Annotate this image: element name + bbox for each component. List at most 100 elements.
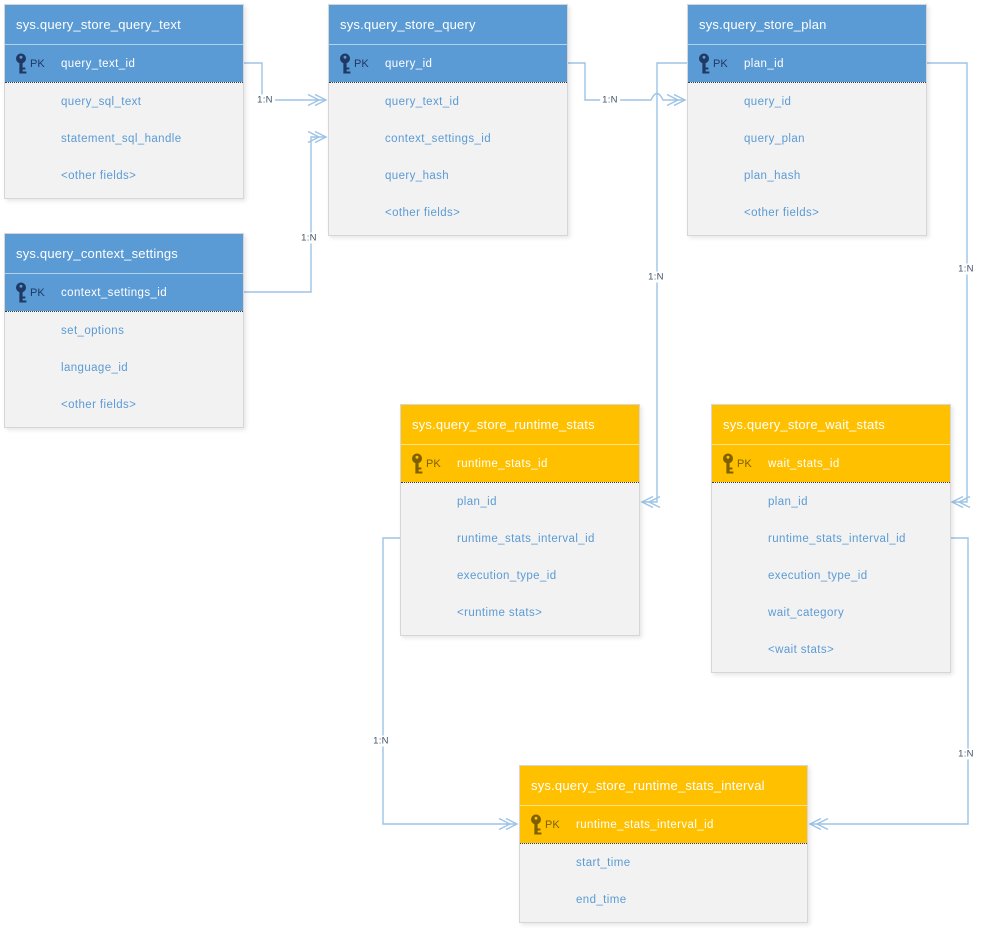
field-row: execution_type_id	[712, 557, 950, 594]
relationship-label: 1:N	[600, 94, 620, 106]
field-list: query_sql_text statement_sql_handle <oth…	[5, 82, 243, 198]
pk-field-name: query_text_id	[61, 57, 136, 70]
field-row: runtime_stats_interval_id	[712, 520, 950, 557]
table-title: sys.query_store_wait_stats	[712, 405, 950, 445]
table-title: sys.query_store_query	[329, 5, 567, 45]
entity-query-store-query-text[interactable]: sys.query_store_query_text PK query_text…	[4, 4, 244, 199]
field-row: start_time	[520, 844, 807, 881]
arrowhead-interval-right	[808, 817, 829, 831]
arrowhead-query-id	[666, 93, 687, 107]
field-name: query_text_id	[385, 95, 460, 108]
arrowhead-wait-plan-id	[950, 495, 971, 509]
field-name: <other fields>	[61, 398, 137, 411]
field-list: start_time end_time	[520, 843, 807, 922]
field-row: <wait stats>	[712, 631, 950, 668]
pk-label: PK	[354, 57, 369, 70]
field-name: runtime_stats_interval_id	[457, 532, 595, 545]
field-name: context_settings_id	[385, 132, 492, 145]
field-name: query_sql_text	[61, 95, 142, 108]
field-list: plan_id runtime_stats_interval_id execut…	[401, 482, 639, 635]
field-row: query_id	[688, 83, 926, 120]
table-title: sys.query_store_plan	[688, 5, 926, 45]
field-row: context_settings_id	[329, 120, 567, 157]
field-name: <other fields>	[61, 169, 137, 182]
field-row: runtime_stats_interval_id	[401, 520, 639, 557]
field-name: query_hash	[385, 169, 450, 182]
connector-query-plan	[568, 62, 684, 101]
field-row: end_time	[520, 881, 807, 918]
field-row: <other fields>	[5, 386, 243, 423]
field-name: query_id	[744, 95, 792, 108]
arrowhead-interval-left	[498, 817, 519, 831]
primary-key-row: PK context_settings_id	[5, 274, 243, 311]
pk-field-name: runtime_stats_id	[457, 457, 548, 470]
arrowhead-query-text	[307, 93, 328, 107]
primary-key-row: PK runtime_stats_id	[401, 445, 639, 482]
field-row: statement_sql_handle	[5, 120, 243, 157]
field-row: query_text_id	[329, 83, 567, 120]
table-title: sys.query_store_query_text	[5, 5, 243, 45]
field-name: set_options	[61, 324, 125, 337]
field-name: <runtime stats>	[457, 606, 543, 619]
field-row: <other fields>	[5, 157, 243, 194]
pk-field-name: query_id	[385, 57, 433, 70]
entity-query-store-runtime-stats[interactable]: sys.query_store_runtime_stats PK runtime…	[400, 404, 640, 636]
entity-query-store-wait-stats[interactable]: sys.query_store_wait_stats PK wait_stats…	[711, 404, 951, 673]
pk-label: PK	[30, 57, 45, 70]
field-name: plan_id	[768, 495, 808, 508]
field-name: statement_sql_handle	[61, 132, 182, 145]
field-list: query_id query_plan plan_hash <other fie…	[688, 82, 926, 235]
key-icon	[699, 53, 710, 73]
field-row: plan_hash	[688, 157, 926, 194]
table-title: sys.query_store_runtime_stats_interval	[520, 766, 807, 806]
field-name: <other fields>	[744, 206, 820, 219]
field-name: <wait stats>	[768, 643, 835, 656]
primary-key-row: PK wait_stats_id	[712, 445, 950, 482]
field-name: execution_type_id	[768, 569, 868, 582]
field-name: start_time	[576, 856, 631, 869]
pk-field-name: plan_id	[744, 57, 784, 70]
field-list: set_options language_id <other fields>	[5, 311, 243, 427]
field-row: <runtime stats>	[401, 594, 639, 631]
field-row: wait_category	[712, 594, 950, 631]
pk-label: PK	[713, 57, 728, 70]
primary-key-row: PK query_id	[329, 45, 567, 82]
primary-key-row: PK runtime_stats_interval_id	[520, 806, 807, 843]
arrowhead-context-settings	[307, 130, 328, 144]
field-row: query_hash	[329, 157, 567, 194]
table-title: sys.query_store_runtime_stats	[401, 405, 639, 445]
key-icon	[531, 814, 542, 834]
field-name: query_plan	[744, 132, 805, 145]
entity-query-context-settings[interactable]: sys.query_context_settings PK context_se…	[4, 233, 244, 428]
field-name: end_time	[576, 893, 627, 906]
field-row: query_plan	[688, 120, 926, 157]
key-icon	[16, 282, 27, 302]
field-row: plan_id	[712, 483, 950, 520]
entity-query-store-runtime-stats-interval[interactable]: sys.query_store_runtime_stats_interval P…	[519, 765, 808, 923]
key-icon	[723, 453, 734, 473]
field-row: set_options	[5, 312, 243, 349]
table-title: sys.query_context_settings	[5, 234, 243, 274]
pk-field-name: wait_stats_id	[768, 457, 840, 470]
field-row: <other fields>	[688, 194, 926, 231]
pk-label: PK	[737, 457, 752, 470]
entity-query-store-query[interactable]: sys.query_store_query PK query_id query_…	[328, 4, 568, 236]
relationship-label: 1:N	[956, 748, 976, 760]
field-name: plan_id	[457, 495, 497, 508]
field-name: wait_category	[768, 606, 845, 619]
entity-query-store-plan[interactable]: sys.query_store_plan PK plan_id query_id…	[687, 4, 927, 236]
field-name: execution_type_id	[457, 569, 557, 582]
relationship-label: 1:N	[646, 271, 666, 283]
pk-field-name: runtime_stats_interval_id	[576, 818, 714, 831]
key-icon	[16, 53, 27, 73]
key-icon	[340, 53, 351, 73]
field-row: <other fields>	[329, 194, 567, 231]
field-row: execution_type_id	[401, 557, 639, 594]
connector-contextsettings-query	[244, 136, 325, 293]
field-row: language_id	[5, 349, 243, 386]
pk-label: PK	[30, 286, 45, 299]
pk-field-name: context_settings_id	[61, 286, 168, 299]
field-name: language_id	[61, 361, 129, 374]
primary-key-row: PK query_text_id	[5, 45, 243, 82]
